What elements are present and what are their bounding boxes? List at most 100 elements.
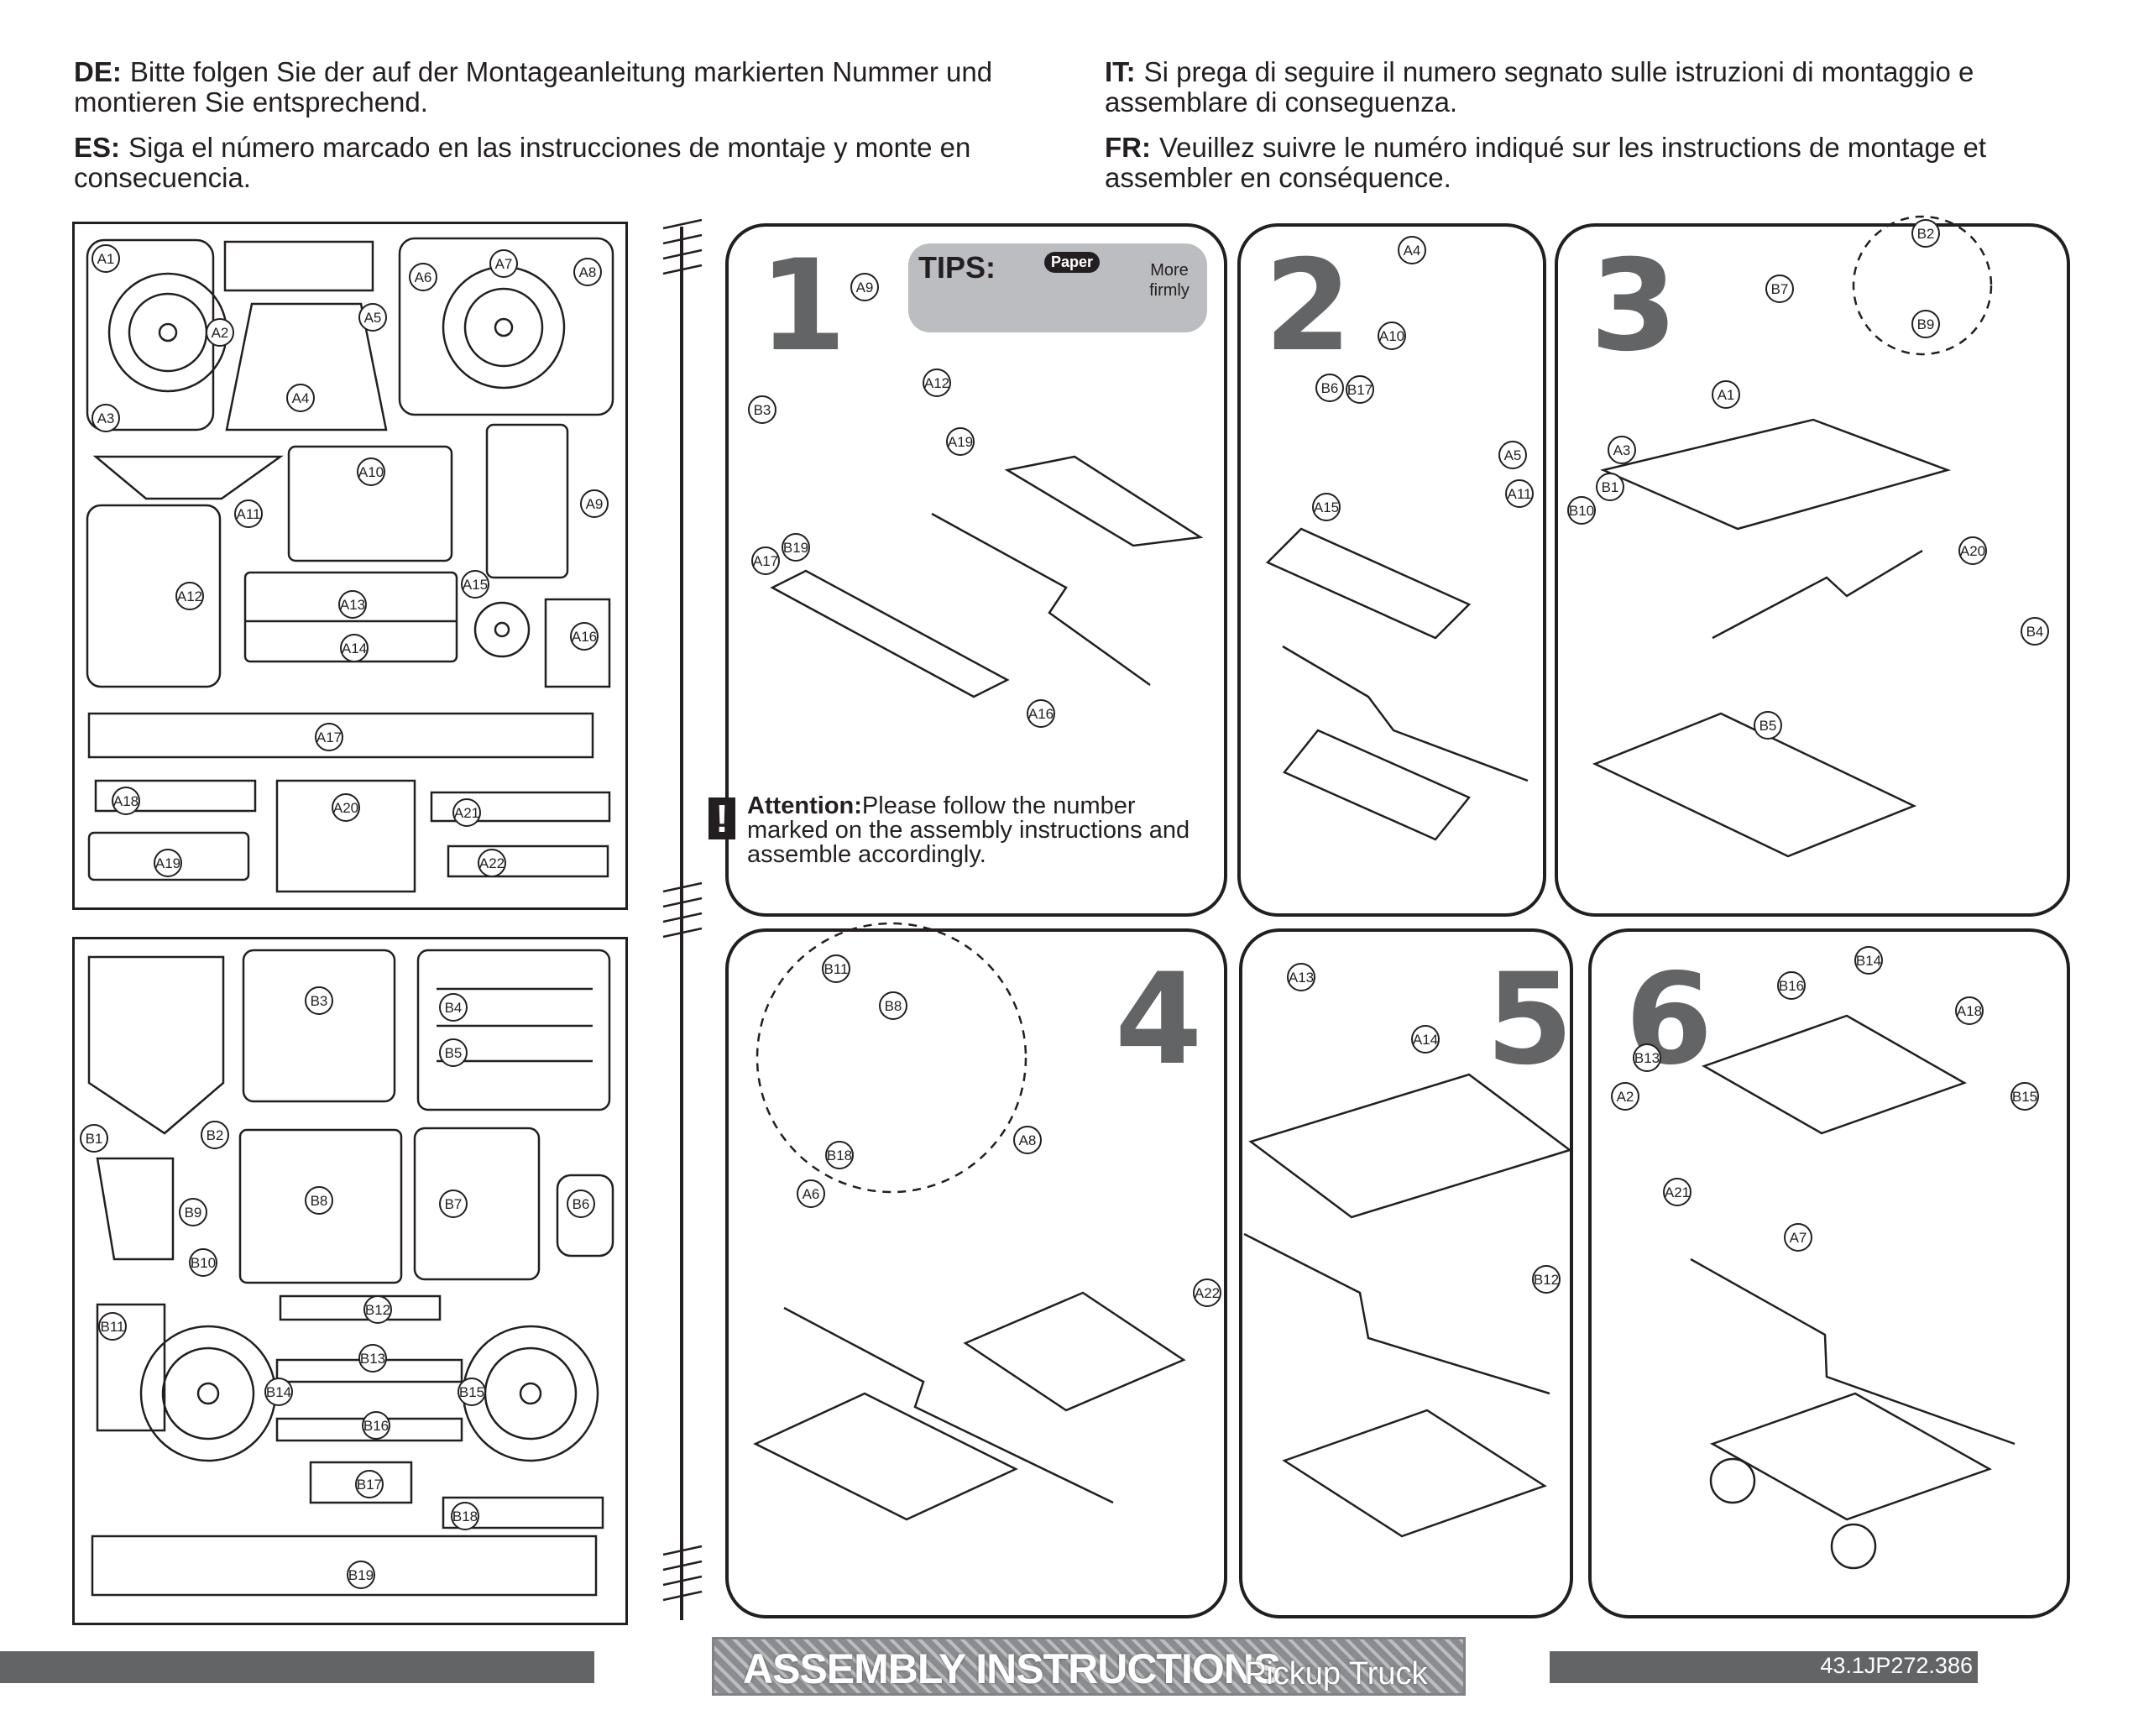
intro-it: IT:Si prega di seguire il numero segnato… [1105,57,2112,118]
step4-label-b11: B11 [822,954,850,983]
part-label-a10: A10 [357,458,385,486]
step-panel-1: 1 [725,223,1227,917]
step1-label-b3: B3 [748,395,776,424]
svg-text:A12: A12 [177,588,202,604]
step3-label-b2: B2 [1911,219,1940,248]
svg-text:B1: B1 [1602,479,1619,495]
svg-text:A10: A10 [1379,328,1404,344]
intro-fr-code: FR: [1105,132,1151,163]
step1-label-a19: A19 [946,427,975,456]
step2-label-b17: B17 [1346,375,1374,404]
intro-es-text: Siga el número marcado en las instruccio… [74,132,971,193]
svg-text:B16: B16 [363,1418,389,1434]
svg-text:A18: A18 [113,793,139,809]
step3-label-b7: B7 [1765,275,1794,303]
svg-text:B13: B13 [1634,1050,1660,1066]
step-number-2: 2 [1264,233,1352,379]
svg-text:A22: A22 [479,855,505,871]
svg-text:B4: B4 [445,1000,463,1016]
part-label-b15: B15 [458,1378,486,1406]
footer-bar-right [1550,1651,1978,1683]
tips-paper-label: Paper [1044,252,1101,273]
part-label-b14: B14 [264,1378,293,1406]
svg-text:B17: B17 [357,1477,382,1493]
svg-text:B18: B18 [452,1509,478,1524]
part-label-a9: A9 [580,489,609,518]
step3-label-b9: B9 [1911,310,1940,338]
intro-fr: FR:Veuillez suivre le numéro indiqué sur… [1105,133,2112,193]
part-label-a22: A22 [478,849,506,877]
sheet-a-labels: A1A2A3A4A5A6A7A8A9A10A11A12A13A14A15A16A… [92,244,609,877]
step4-label-a22: A22 [1193,1278,1221,1307]
svg-text:A20: A20 [1960,543,1985,559]
svg-text:B18: B18 [827,1148,852,1163]
part-label-b18: B18 [451,1502,479,1530]
svg-text:A21: A21 [454,805,479,821]
svg-text:A15: A15 [463,577,488,593]
svg-text:B7: B7 [445,1196,463,1212]
step6-label-a7: A7 [1784,1223,1812,1252]
svg-text:B6: B6 [573,1196,590,1212]
attention-label: Attention: [747,792,862,819]
intro-es: ES:Siga el número marcado en las instruc… [74,133,1081,193]
footer-title: ASSEMBLY INSTRUCTIONS [743,1645,1281,1692]
svg-text:A17: A17 [753,553,778,569]
step6-label-b15: B15 [2010,1082,2039,1111]
footer-product-code: 43.1JP272.386 [1820,1653,1973,1678]
step1-label-a12: A12 [923,369,951,397]
truck-chassis-step1 [770,455,1204,698]
svg-text:A16: A16 [572,629,597,645]
step5-label-b12: B12 [1532,1265,1561,1294]
truck-frame-step2 [1265,527,1472,841]
svg-text:B8: B8 [885,998,902,1014]
part-label-a5: A5 [358,303,387,332]
svg-text:B14: B14 [266,1384,291,1400]
part-label-a1: A1 [92,244,120,273]
svg-text:A22: A22 [1195,1285,1220,1301]
step2-label-a11: A11 [1505,479,1534,508]
part-label-a12: A12 [175,582,204,610]
part-label-a11: A11 [234,499,263,528]
svg-text:B10: B10 [191,1255,216,1271]
step2-label-b6: B6 [1315,374,1344,402]
svg-text:B15: B15 [459,1384,484,1400]
svg-text:A17: A17 [316,729,342,745]
svg-text:B9: B9 [185,1205,202,1221]
part-label-a16: A16 [570,622,599,651]
step-panel-3: 3 [1555,223,2070,917]
step1-label-b19: B19 [782,533,810,562]
step-number-4: 4 [1115,947,1203,1093]
step4-label-b18: B18 [825,1141,854,1169]
svg-text:A3: A3 [97,410,115,426]
intro-it-code: IT: [1105,56,1136,87]
step4-label-b8: B8 [879,991,907,1020]
step3-label-a3: A3 [1608,436,1636,464]
svg-text:A18: A18 [1957,1003,1982,1019]
step4-label-a8: A8 [1013,1126,1042,1154]
parts-sheet-b [72,937,628,1625]
svg-text:B11: B11 [824,961,849,977]
step-number-5: 5 [1486,947,1573,1093]
svg-text:B2: B2 [1917,226,1935,242]
part-label-b16: B16 [362,1411,390,1440]
svg-text:A13: A13 [1289,970,1314,986]
step1-label-a9: A9 [850,273,879,301]
part-label-b4: B4 [439,993,468,1022]
footer-title-banner: ASSEMBLY INSTRUCTIONS Pickup Truck [712,1637,1466,1696]
part-label-a2: A2 [206,318,234,347]
svg-text:A6: A6 [415,269,432,285]
intro-es-code: ES: [74,132,121,163]
svg-text:A9: A9 [856,280,874,295]
part-label-a4: A4 [286,384,315,412]
truck-final-step6 [1702,1014,1993,1570]
part-label-b17: B17 [355,1470,384,1498]
step6-label-a18: A18 [1955,996,1984,1025]
tips-box: TIPS: Paper More firmly [908,243,1207,332]
part-label-b12: B12 [363,1295,392,1324]
tips-title: TIPS: [918,250,996,285]
svg-text:A19: A19 [948,434,973,450]
svg-text:A1: A1 [97,251,115,267]
step6-label-a2: A2 [1611,1082,1639,1111]
